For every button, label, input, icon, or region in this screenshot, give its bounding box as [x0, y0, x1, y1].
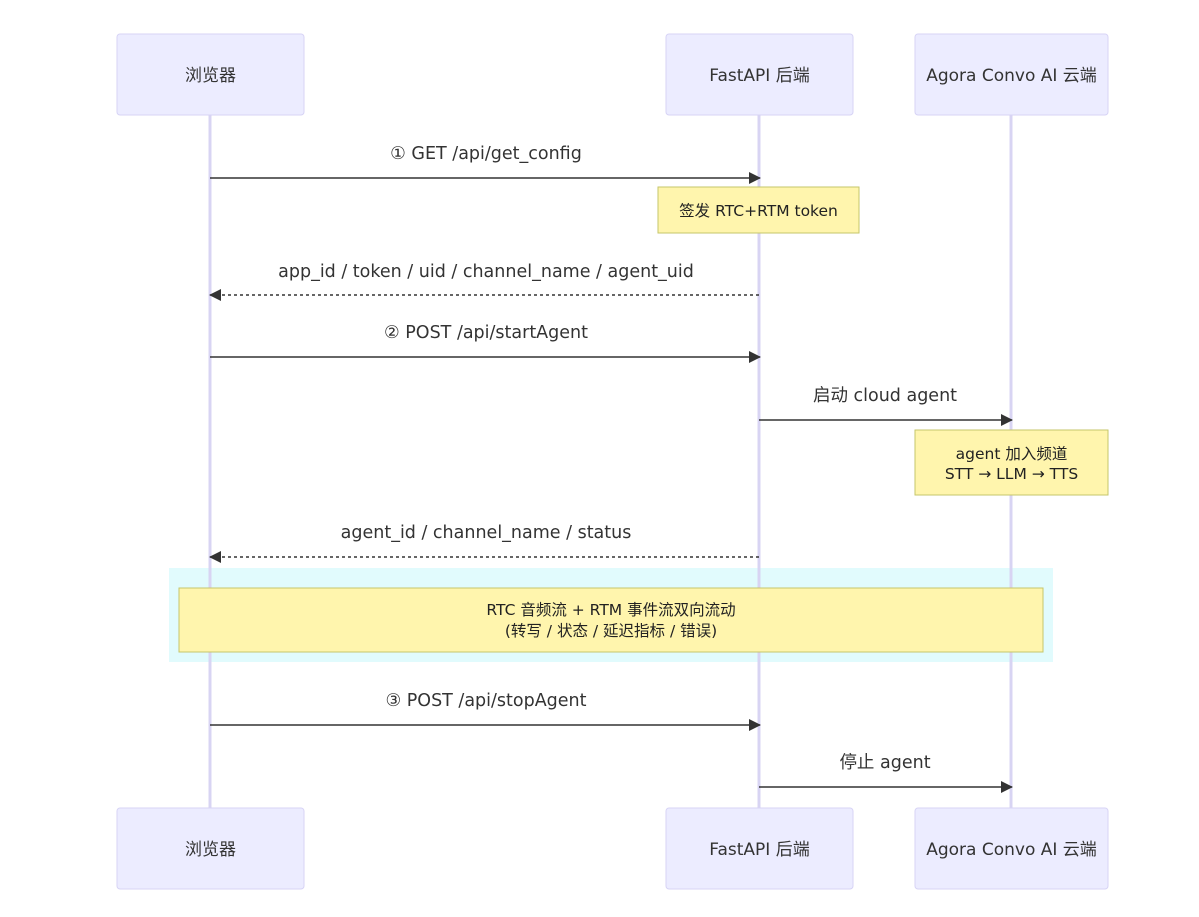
- note-agent-join-line2: STT → LLM → TTS: [945, 465, 1078, 483]
- message-config-response-label: app_id / token / uid / channel_name / ag…: [278, 262, 694, 282]
- message-stop-cloud-agent: 停止 agent: [759, 753, 1013, 793]
- message-get-config-label: ① GET /api/get_config: [390, 144, 582, 164]
- actor-cloud-bottom-label: Agora Convo AI 云端: [926, 840, 1097, 860]
- note-token: 签发 RTC+RTM token: [657, 186, 860, 234]
- message-launch-cloud-agent-label: 启动 cloud agent: [813, 386, 957, 406]
- actor-browser-top: 浏览器: [116, 33, 305, 116]
- message-launch-cloud-agent: 启动 cloud agent: [759, 386, 1013, 426]
- message-stop-cloud-agent-label: 停止 agent: [839, 753, 930, 773]
- message-start-response: agent_id / channel_name / status: [209, 523, 759, 563]
- note-streaming-line2: (转写 / 状态 / 延迟指标 / 错误): [505, 622, 717, 640]
- actor-cloud-bottom: Agora Convo AI 云端: [914, 807, 1109, 890]
- actor-browser-bottom: 浏览器: [116, 807, 305, 890]
- note-agent-join-line1: agent 加入频道: [956, 445, 1068, 463]
- note-streaming-line1: RTC 音频流 + RTM 事件流双向流动: [486, 601, 735, 619]
- actor-backend-bottom-label: FastAPI 后端: [709, 840, 809, 860]
- actor-browser-top-label: 浏览器: [185, 66, 236, 86]
- actor-backend-top: FastAPI 后端: [665, 33, 854, 116]
- message-stop-agent: ③ POST /api/stopAgent: [210, 691, 761, 731]
- message-get-config: ① GET /api/get_config: [210, 144, 761, 184]
- actor-cloud-top: Agora Convo AI 云端: [914, 33, 1109, 116]
- note-token-text: 签发 RTC+RTM token: [679, 202, 838, 220]
- note-agent-join: agent 加入频道 STT → LLM → TTS: [914, 429, 1109, 496]
- message-start-agent: ② POST /api/startAgent: [210, 323, 761, 363]
- actor-backend-top-label: FastAPI 后端: [709, 66, 809, 86]
- note-streaming: RTC 音频流 + RTM 事件流双向流动 (转写 / 状态 / 延迟指标 / …: [178, 587, 1044, 653]
- message-start-agent-label: ② POST /api/startAgent: [384, 323, 588, 343]
- message-stop-agent-label: ③ POST /api/stopAgent: [385, 691, 586, 711]
- actor-browser-bottom-label: 浏览器: [185, 840, 236, 860]
- message-start-response-label: agent_id / channel_name / status: [341, 523, 632, 543]
- actor-backend-bottom: FastAPI 后端: [665, 807, 854, 890]
- actor-cloud-top-label: Agora Convo AI 云端: [926, 66, 1097, 86]
- message-config-response: app_id / token / uid / channel_name / ag…: [209, 262, 759, 301]
